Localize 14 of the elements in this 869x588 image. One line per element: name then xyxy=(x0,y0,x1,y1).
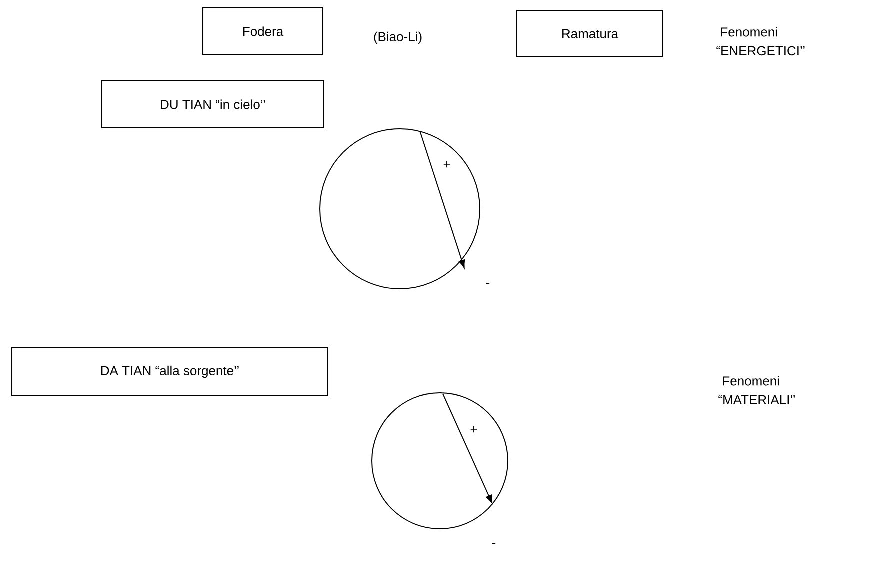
text-box: Ramatura xyxy=(516,10,664,58)
label: + xyxy=(470,426,478,433)
text-box: Fodera xyxy=(202,8,324,56)
label: - xyxy=(492,543,496,544)
text-box: DU TIAN “in cielo’’ xyxy=(102,80,324,128)
label: “MATERIALI’’ xyxy=(718,396,795,404)
circle xyxy=(320,128,480,290)
label: (Biao-Li) xyxy=(374,32,422,44)
label: “ENERGETICI’’ xyxy=(716,46,805,56)
label: Fenomeni xyxy=(723,376,780,386)
text-box: DA TIAN “alla sorgente’’ xyxy=(12,348,328,396)
label: Fenomeni xyxy=(721,27,778,37)
label: + xyxy=(444,161,450,168)
circle xyxy=(372,392,508,530)
